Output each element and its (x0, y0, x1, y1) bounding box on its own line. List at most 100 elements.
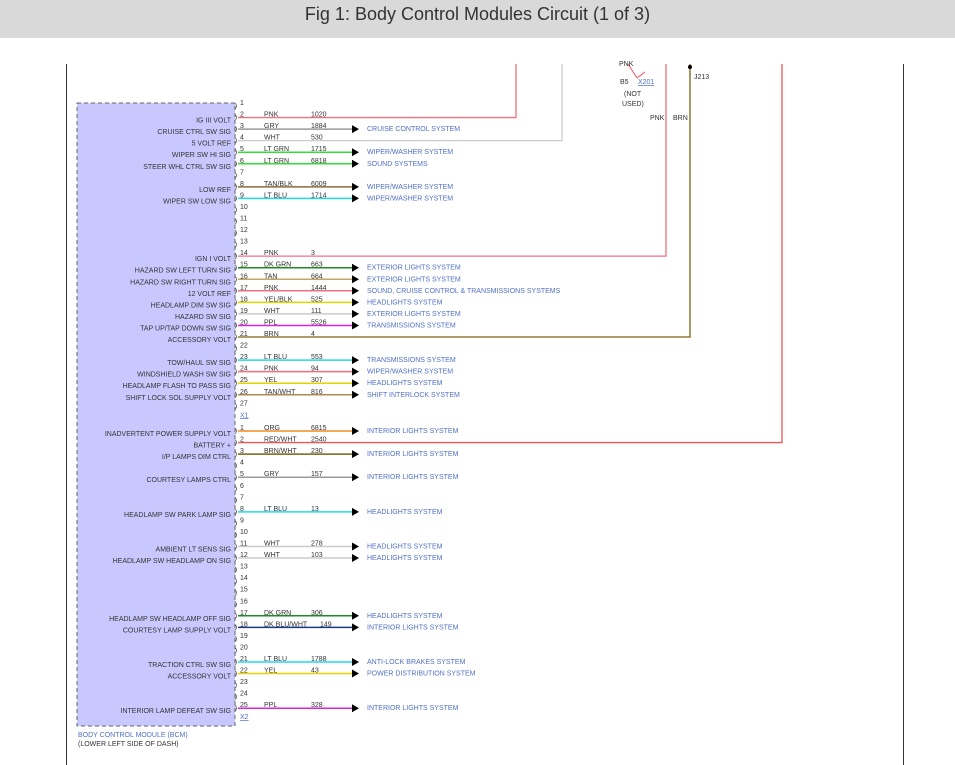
signal-label: CRUISE CTRL SW SIG (157, 129, 231, 136)
circuit-number: 1714 (311, 192, 327, 199)
destination-link[interactable]: WIPER/WASHER SYSTEM (367, 184, 453, 191)
pin-terminal (234, 427, 237, 435)
destination-link[interactable]: EXTERIOR LIGHTS SYSTEM (367, 276, 461, 283)
wire-color: PNK (264, 285, 279, 292)
wire-color: RED/WHT (264, 437, 297, 444)
splice-note-line2: USED) (622, 101, 644, 108)
pin-number: 3 (240, 448, 244, 455)
pin-number: 26 (240, 389, 248, 396)
pin-terminal (234, 206, 237, 214)
destination-link[interactable]: HEADLIGHTS SYSTEM (367, 509, 443, 516)
pin-terminal (234, 229, 237, 237)
pin-number: 13 (240, 564, 248, 571)
destination-link[interactable]: HEADLIGHTS SYSTEM (367, 544, 443, 551)
frame-left-border (66, 64, 67, 765)
wire-arrow (352, 623, 359, 632)
signal-label: AMBIENT LT SENS SIG (156, 547, 231, 554)
pin-terminal (234, 114, 237, 121)
wire-group (238, 64, 783, 713)
connector-id-link[interactable]: X2 (240, 714, 249, 721)
figure-header: Fig 1: Body Control Modules Circuit (1 o… (0, 0, 955, 38)
circuit-number: 1715 (311, 146, 327, 153)
wire-up (238, 64, 563, 142)
pin-terminal (234, 322, 237, 329)
signal-label: TOW/HAUL SW SIG (167, 360, 231, 367)
pin-number: 20 (240, 319, 248, 326)
destination-link[interactable]: INTERIOR LIGHTS SYSTEM (367, 451, 459, 458)
destination-link[interactable]: WIPER/WASHER SYSTEM (367, 369, 453, 376)
destination-link[interactable]: CRUISE CONTROL SYSTEM (367, 126, 460, 133)
destination-link[interactable]: HEADLIGHTS SYSTEM (367, 555, 443, 562)
wire-up (238, 64, 517, 119)
circuit-number: 306 (311, 610, 323, 617)
wire-color: GRY (264, 471, 279, 478)
pin-terminal (234, 554, 237, 562)
pin-terminal (234, 543, 237, 550)
wire-color: TAN (264, 273, 277, 280)
splice-connector-link[interactable]: X201 (638, 79, 654, 86)
pin-terminal (234, 148, 237, 156)
destination-link[interactable]: POWER DISTRIBUTION SYSTEM (367, 671, 476, 678)
destination-link[interactable]: INTERIOR LIGHTS SYSTEM (367, 705, 459, 712)
circuit-number: 111 (311, 308, 322, 315)
destination-link[interactable]: INTERIOR LIGHTS SYSTEM (367, 624, 459, 631)
pin-terminal (234, 635, 237, 643)
destination-link[interactable]: ANTI-LOCK BRAKES SYSTEM (367, 659, 466, 666)
splice-pin-label: B5 (620, 79, 629, 86)
figure-title: Fig 1: Body Control Modules Circuit (1 o… (304, 4, 651, 24)
wire-color: PNK (264, 250, 279, 257)
destination-link[interactable]: EXTERIOR LIGHTS SYSTEM (367, 311, 461, 318)
circuit-number: 530 (311, 135, 323, 142)
signal-label: 5 VOLT REF (192, 141, 231, 148)
pin-number: 19 (240, 308, 248, 315)
destination-link[interactable]: SOUND SYSTEMS (367, 161, 428, 168)
wire-color: PNK (264, 366, 279, 373)
pin-terminal (234, 658, 237, 666)
junction-j213: J213 (688, 65, 709, 81)
circuit-number: 664 (311, 273, 323, 280)
destination-link[interactable]: WIPER/WASHER SYSTEM (367, 195, 453, 202)
destination-link[interactable]: HEADLIGHTS SYSTEM (367, 299, 443, 306)
wire-arrow (352, 390, 359, 399)
destination-link[interactable]: HEADLIGHTS SYSTEM (367, 380, 443, 387)
pin-number: 15 (240, 262, 248, 269)
pin-number: 22 (240, 343, 248, 350)
bcm-module-box (76, 102, 236, 727)
pin-terminal (234, 485, 237, 493)
pin-number: 17 (240, 285, 248, 292)
pin-terminal (234, 403, 237, 410)
connector-id-link[interactable]: X1 (240, 412, 249, 419)
wire-arrow (352, 704, 359, 713)
wire-arrow (352, 658, 359, 666)
wire-color: LT BLU (264, 354, 287, 361)
signal-label: HAZARD SW LEFT TURN SIG (135, 268, 231, 275)
destination-link[interactable]: HEADLIGHTS SYSTEM (367, 613, 443, 620)
junction-label: J213 (694, 74, 709, 81)
circuit-number: 1884 (311, 123, 327, 130)
circuit-number: 230 (311, 448, 323, 455)
pin-number: 23 (240, 679, 248, 686)
signal-label: HEADLAMP SW HEADLAMP ON SIG (113, 558, 231, 565)
destination-link[interactable]: INTERIOR LIGHTS SYSTEM (367, 428, 459, 435)
destination-link[interactable]: INTERIOR LIGHTS SYSTEM (367, 474, 459, 481)
destination-link[interactable]: TRANSMISSIONS SYSTEM (367, 322, 456, 329)
pin-terminal (234, 612, 237, 620)
pin-terminal (234, 379, 237, 387)
vertical-label-pnk: PNK (650, 115, 665, 122)
destination-link[interactable]: EXTERIOR LIGHTS SYSTEM (367, 265, 461, 272)
splice-x201: PNK B5 X201 (NOT USED) (619, 61, 654, 108)
pin-terminal (234, 577, 237, 585)
signal-label: COURTESY LAMPS CTRL (146, 477, 231, 484)
wire-color: GRY (264, 123, 279, 130)
circuit-number: 328 (311, 702, 323, 709)
wire-arrow (352, 450, 359, 459)
circuit-number: 663 (311, 262, 323, 269)
destination-link[interactable]: SOUND, CRUISE CONTROL & TRANSMISSIONS SY… (367, 288, 561, 295)
signal-label: INADVERTENT POWER SUPPLY VOLT (105, 431, 232, 438)
destination-link[interactable]: SHIFT INTERLOCK SYSTEM (367, 392, 460, 399)
pin-number: 12 (240, 227, 248, 234)
pin-terminal (234, 218, 237, 225)
destination-link[interactable]: WIPER/WASHER SYSTEM (367, 149, 453, 156)
wire-arrow (352, 182, 359, 191)
destination-link[interactable]: TRANSMISSIONS SYSTEM (367, 357, 456, 364)
